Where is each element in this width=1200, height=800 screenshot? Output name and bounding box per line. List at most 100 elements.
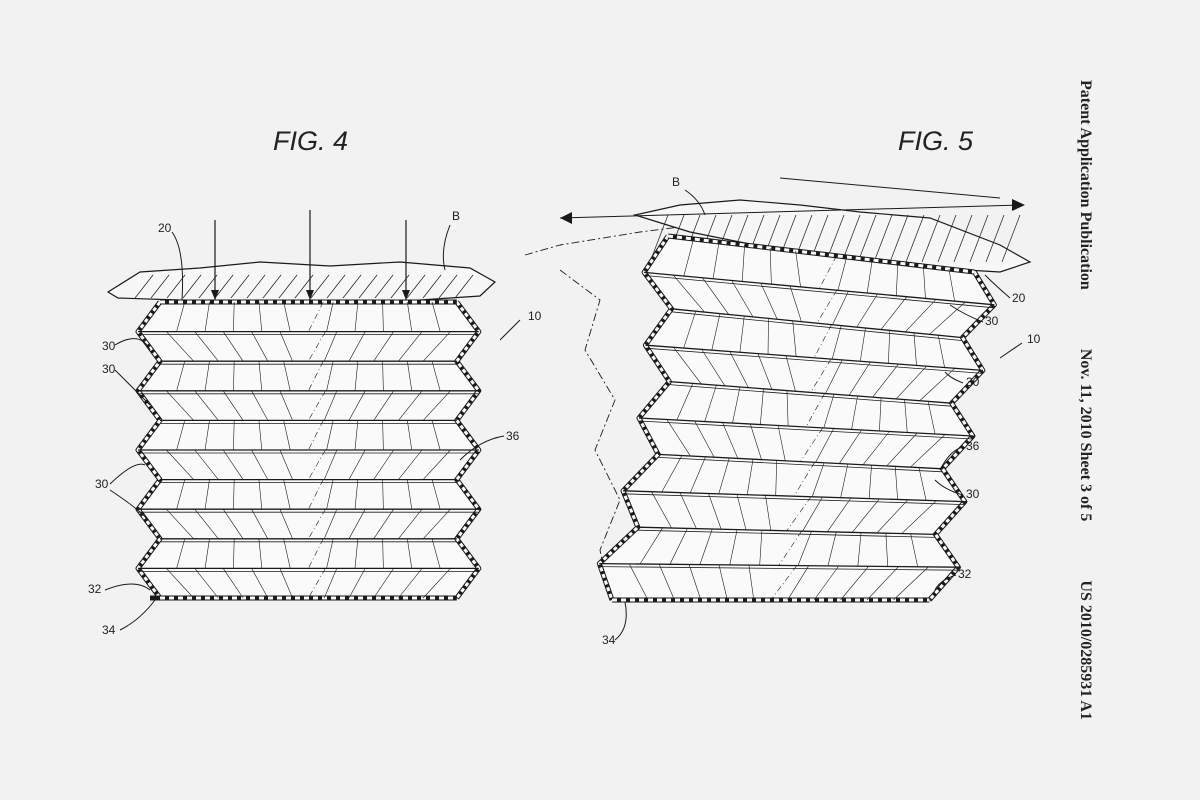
hatch-line bbox=[204, 420, 210, 451]
platen-hatch bbox=[873, 214, 893, 263]
hatch-line bbox=[827, 531, 837, 566]
hatch-line bbox=[787, 565, 810, 601]
hatch-line bbox=[628, 563, 649, 601]
hatch-line bbox=[910, 434, 946, 468]
pleat-line bbox=[644, 275, 995, 309]
hatch-line bbox=[802, 496, 823, 532]
hatch-line bbox=[373, 568, 394, 599]
hatch-line bbox=[323, 331, 338, 362]
hatch-line bbox=[866, 566, 899, 601]
label-30: 30 bbox=[966, 487, 980, 501]
hatch-line bbox=[888, 330, 891, 364]
hatch-line bbox=[694, 420, 715, 458]
hatch-line bbox=[398, 509, 423, 539]
hatch-line bbox=[639, 527, 663, 565]
hatch-line bbox=[673, 347, 702, 385]
hatch-line bbox=[279, 509, 293, 539]
hatch-line bbox=[348, 449, 366, 480]
center-line bbox=[813, 324, 832, 358]
hatch-line bbox=[839, 429, 862, 464]
hatch-line bbox=[354, 420, 359, 451]
hatch-line bbox=[893, 566, 929, 601]
hatch-line bbox=[398, 449, 423, 480]
fig4-labels: 20 B 10 30 30 30 36 32 34 bbox=[88, 209, 542, 637]
hatch-line bbox=[741, 244, 745, 282]
label-36: 36 bbox=[966, 439, 980, 453]
hatch-line bbox=[894, 466, 898, 500]
center-line bbox=[818, 255, 837, 289]
platen-hatch bbox=[374, 274, 394, 299]
platen-hatch bbox=[454, 274, 474, 299]
hatch-line bbox=[194, 449, 219, 480]
label-32: 32 bbox=[958, 567, 972, 581]
hatch-line bbox=[194, 331, 219, 362]
hatch-line bbox=[765, 495, 772, 531]
platen-hatch bbox=[150, 274, 170, 299]
hatch-line bbox=[407, 479, 413, 510]
leader-20 bbox=[984, 274, 1011, 299]
hatch-line bbox=[233, 361, 235, 391]
hatch-line bbox=[283, 301, 291, 332]
leader-b bbox=[442, 224, 451, 271]
hatch-line bbox=[851, 395, 858, 430]
hatch-line bbox=[886, 432, 918, 467]
hatch-line bbox=[661, 455, 683, 493]
fig4-title: FIG. 4 bbox=[273, 126, 349, 156]
hatch-line bbox=[937, 335, 945, 368]
ghost-wall bbox=[559, 269, 621, 601]
hatch-line bbox=[750, 423, 762, 460]
hatch-line bbox=[718, 564, 728, 601]
hatch-line bbox=[326, 538, 334, 569]
hatch-line bbox=[422, 449, 451, 480]
hatch-line bbox=[885, 533, 889, 567]
hatch-line bbox=[827, 497, 852, 532]
hatch-line bbox=[251, 568, 269, 599]
platen-hatch bbox=[358, 274, 378, 299]
hatch-line bbox=[204, 479, 210, 510]
label-10: 10 bbox=[528, 309, 542, 323]
hatch-line bbox=[422, 390, 451, 421]
hatch-line bbox=[868, 465, 872, 499]
leader-30 bbox=[109, 489, 149, 521]
platen-hatch bbox=[905, 214, 925, 263]
center-line bbox=[308, 479, 324, 510]
center-line bbox=[770, 565, 798, 601]
center-line bbox=[308, 331, 326, 362]
leader-30 bbox=[114, 369, 151, 406]
leader-20 bbox=[171, 231, 184, 301]
hatch-line bbox=[722, 422, 739, 459]
hatch-line bbox=[283, 420, 291, 451]
hatch-line bbox=[718, 457, 730, 494]
hatch-line bbox=[323, 390, 338, 421]
fig4-bellows bbox=[104, 210, 521, 631]
hatch-line bbox=[729, 529, 738, 565]
label-20: 20 bbox=[158, 221, 172, 235]
hatch-line bbox=[651, 491, 672, 529]
motion-arrow bbox=[559, 204, 1021, 219]
fig5-title: FIG. 5 bbox=[898, 126, 974, 156]
hatch-line bbox=[326, 420, 334, 451]
hatch-line bbox=[283, 479, 291, 510]
hatch-line bbox=[815, 428, 835, 463]
center-line bbox=[308, 449, 326, 480]
hatch-line bbox=[176, 301, 186, 332]
hatch-line bbox=[233, 301, 235, 332]
platen-hatch bbox=[342, 274, 362, 299]
center-line bbox=[308, 420, 324, 451]
hatch-line bbox=[813, 565, 839, 601]
platen-hatch bbox=[889, 214, 909, 263]
hatch-line bbox=[194, 509, 219, 539]
hatch-line bbox=[704, 385, 717, 422]
hatch-line bbox=[166, 449, 194, 480]
platen-hatch bbox=[985, 214, 1005, 263]
hatch-line bbox=[431, 538, 441, 569]
platen-hatch bbox=[262, 274, 282, 299]
hatch-line bbox=[856, 293, 878, 328]
hatch-line bbox=[832, 291, 849, 325]
hatch-line bbox=[222, 331, 244, 362]
hatch-line bbox=[382, 538, 384, 569]
hatch-line bbox=[204, 361, 210, 391]
hatch-line bbox=[233, 479, 235, 510]
platen-hatch bbox=[422, 274, 442, 299]
